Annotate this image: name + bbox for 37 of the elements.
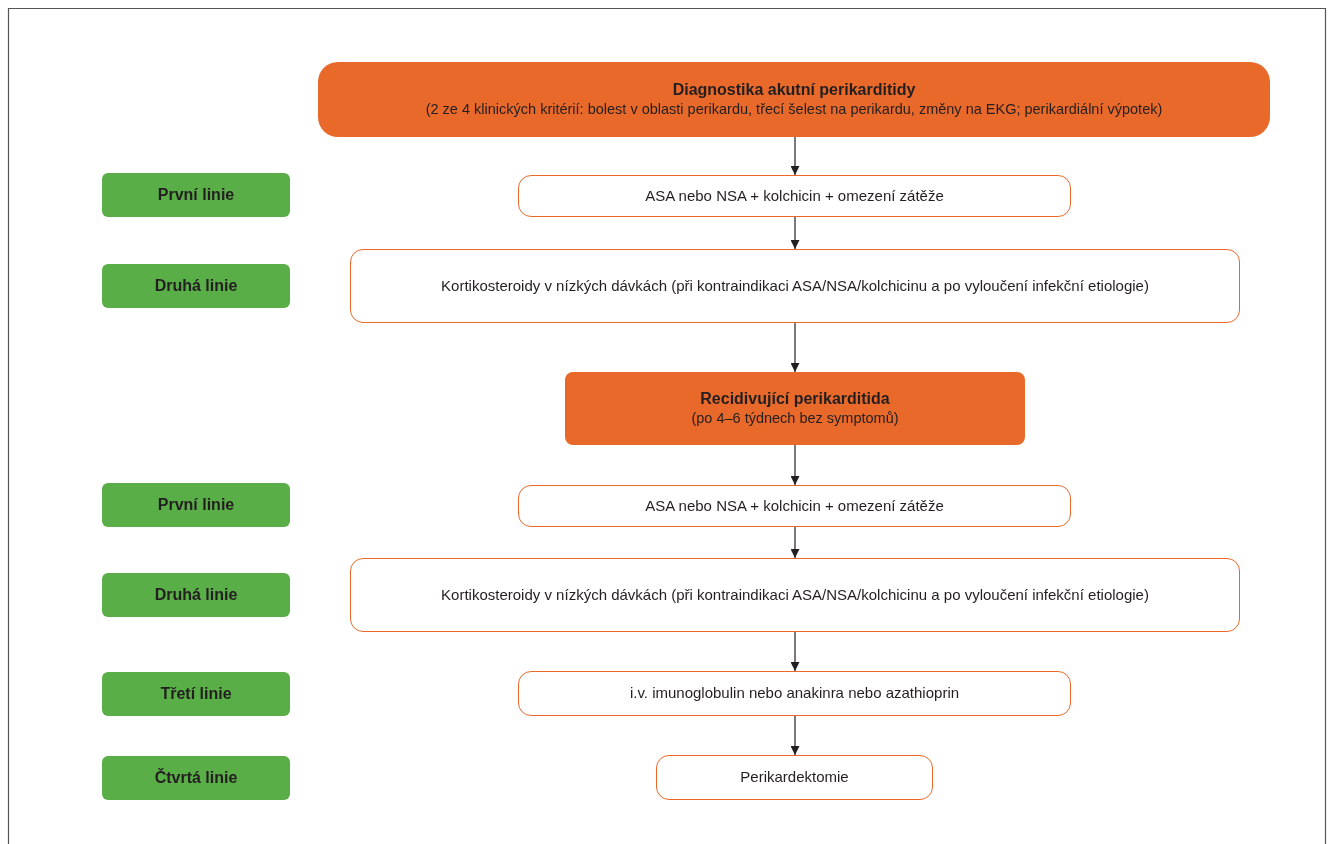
treatment-box <box>518 671 1071 716</box>
line-label: Třetí linie <box>160 684 232 704</box>
arrow <box>790 715 800 756</box>
line-label-box <box>102 173 290 217</box>
treatment-box <box>518 175 1071 217</box>
line-label: Druhá linie <box>154 276 238 296</box>
stage-description: (po 4–6 týdnech bez symptomů) <box>691 409 899 428</box>
line-label: První linie <box>157 185 235 205</box>
stage-title: Diagnostika akutní perikarditidy <box>672 80 916 101</box>
line-label: Druhá linie <box>154 585 238 605</box>
treatment-text: ASA nebo NSA + kolchicin + omezení zátěže <box>645 186 944 206</box>
treatment-text: ASA nebo NSA + kolchicin + omezení zátěže <box>645 496 944 516</box>
treatment-box <box>518 485 1071 527</box>
treatment-text: Perikardektomie <box>740 768 849 787</box>
stage-box <box>318 62 1270 137</box>
line-label-box <box>102 756 290 800</box>
treatment-text: i.v. imunoglobulin nebo anakinra nebo azathioprin <box>629 684 960 703</box>
line-label-box <box>102 672 290 716</box>
line-label: Čtvrtá linie <box>154 768 238 788</box>
arrow <box>790 526 800 559</box>
stage-description: (2 ze 4 klinických kritérií: bolest v oblasti perikardu, třecí šelest na perikardu, změny na EKG; perikardiální výpotek) <box>425 100 1163 119</box>
line-label-box <box>102 264 290 308</box>
treatment-box <box>656 755 933 800</box>
treatment-box <box>350 558 1240 632</box>
treatment-text: Kortikosteroidy v nízkých dávkách (při kontraindikaci ASA/NSA/kolchicinu a po vyloučení infekční etiologie) <box>441 585 1149 605</box>
line-label: První linie <box>157 495 235 515</box>
arrow <box>790 216 800 250</box>
arrow <box>790 631 800 672</box>
treatment-text: Kortikosteroidy v nízkých dávkách (při kontraindikaci ASA/NSA/kolchicinu a po vyloučení infekční etiologie) <box>441 276 1149 296</box>
arrow <box>790 444 800 486</box>
stage-title: Recidivující perikarditida <box>700 389 890 410</box>
arrow <box>790 136 800 176</box>
stage-box <box>565 372 1025 445</box>
treatment-box <box>350 249 1240 323</box>
line-label-box <box>102 483 290 527</box>
line-label-box <box>102 573 290 617</box>
arrow <box>790 322 800 373</box>
